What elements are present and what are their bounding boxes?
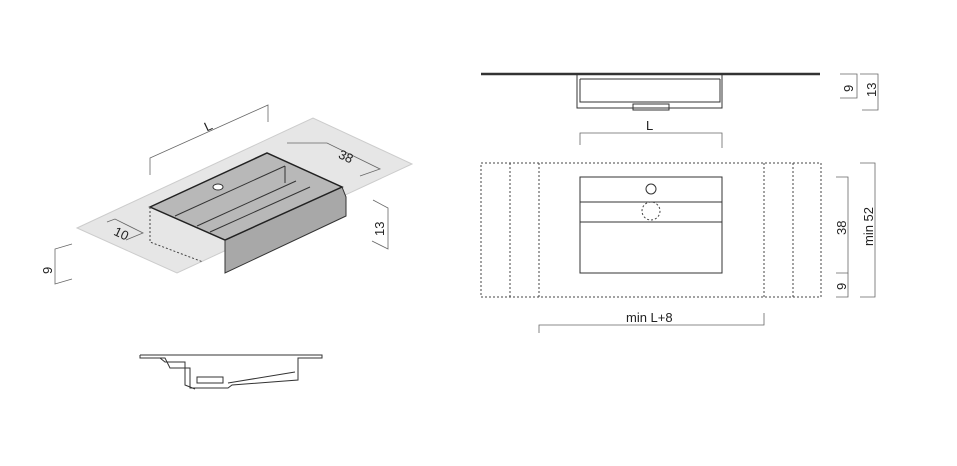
plan-view: min L+8 38 9 min 52: [480, 162, 876, 333]
basin-interior: [148, 152, 344, 241]
dim-line-height: [371, 199, 389, 250]
dim-line-9: [840, 73, 858, 99]
dim-line-min-52: [860, 162, 876, 298]
tap-hole-icon: [645, 183, 657, 195]
section-drain: [196, 376, 224, 384]
dim-label-38: 38: [834, 221, 849, 235]
dim-line-min-width: [538, 313, 765, 333]
dim-line-offset: [106, 218, 144, 241]
basin-elevation: [576, 74, 723, 109]
dim-label-min-width: min L+8: [626, 310, 673, 325]
dim-line-length: [579, 132, 723, 148]
dim-line-depth: [287, 142, 382, 177]
dim-label-length: L: [646, 118, 653, 133]
dim-label-min-52: min 52: [861, 207, 876, 246]
basin-step-line: [174, 165, 286, 217]
basin-plan: [579, 176, 723, 274]
basin-inner: [579, 79, 721, 103]
drain-elevation: [632, 103, 670, 111]
section-view: [139, 354, 323, 390]
isometric-view: L 38 10 13 9: [40, 104, 414, 285]
dim-label-9: 9: [834, 283, 849, 290]
dim-line-top: [54, 243, 73, 285]
countertop-outline: [480, 162, 822, 298]
section-outline-inner: [159, 357, 196, 390]
dim-line-13: [860, 73, 879, 111]
dim-label-9: 9: [841, 85, 856, 92]
dim-label-offset: 10: [112, 224, 131, 244]
hidden-edge: [149, 207, 204, 263]
dim-label-top: 9: [40, 267, 55, 274]
dim-label-height: 13: [372, 222, 387, 236]
basin-step-line: [196, 180, 297, 227]
dim-line-9: [836, 273, 849, 298]
dim-line-38: [836, 176, 849, 274]
dim-label-depth: 38: [336, 147, 355, 167]
dim-line-length: [149, 104, 269, 175]
section-outline: [139, 354, 323, 389]
section-slope: [227, 371, 296, 384]
basin-step-line: [209, 186, 311, 233]
dim-label-length: L: [202, 118, 215, 135]
elevation-view: L 9 13: [481, 72, 879, 148]
drain-icon: [641, 201, 661, 221]
dim-label-13: 13: [864, 83, 879, 97]
tap-hole-icon: [212, 183, 224, 191]
